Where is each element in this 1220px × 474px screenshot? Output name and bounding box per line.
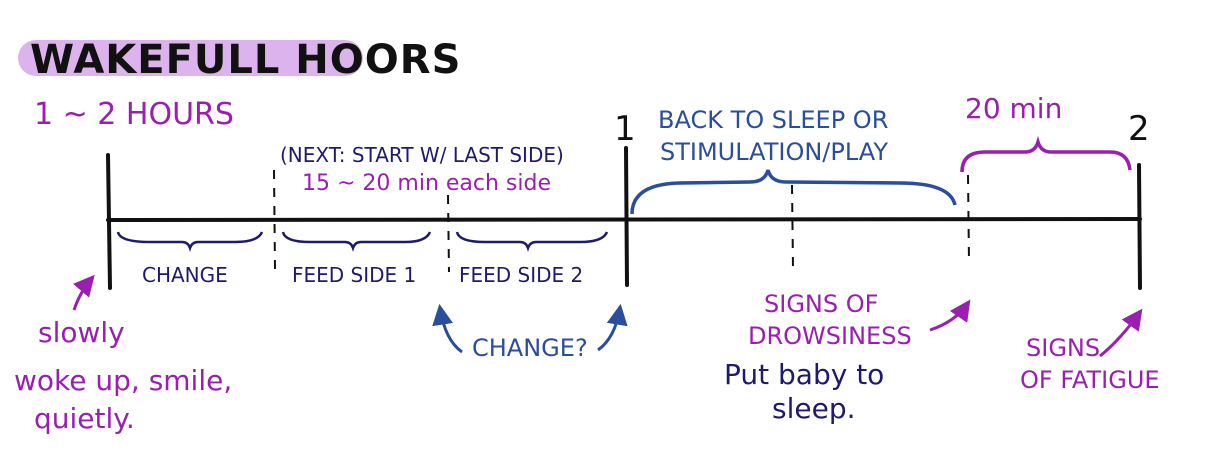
- put-baby-line-1: Put baby to: [724, 358, 884, 391]
- drowsiness-arrow: [929, 299, 971, 332]
- timeline-axis: [106, 217, 1142, 222]
- woke-arrow: [72, 274, 95, 311]
- feeding-duration-note: 15 ~ 20 min each side: [302, 171, 551, 196]
- page-title: WAKEFULL HOORS: [30, 37, 461, 83]
- twenty-min-label: 20 min: [965, 92, 1062, 125]
- after-feed-line-2: STIMULATION/PLAY: [660, 138, 888, 166]
- fatigue-arrow: [1099, 308, 1143, 358]
- woke-note-line-2: woke up, smile,: [14, 364, 232, 397]
- put-baby-line-2: sleep.: [772, 392, 856, 425]
- duration-label: 1 ~ 2 HOURS: [34, 97, 234, 132]
- divider-20min: [967, 174, 970, 263]
- fatigue-line-2: OF FATIGUE: [1020, 366, 1160, 394]
- change-right-arrow: [597, 303, 628, 352]
- marker-2-label: 2: [1128, 109, 1150, 149]
- drowsiness-line-2: DROWSINESS: [748, 322, 912, 350]
- brace-feed-side-1: [281, 231, 432, 252]
- tick-1: [624, 146, 629, 287]
- segment-feed-side-2-label: FEED SIDE 2: [459, 263, 583, 287]
- start-tick: [106, 153, 112, 290]
- brace-after-feed: [630, 169, 957, 215]
- brace-feed-side-2: [455, 231, 609, 252]
- woke-note-line-3: quietly.: [34, 402, 135, 435]
- title-highlight: [18, 40, 363, 76]
- divider-sleep-play: [791, 184, 794, 269]
- tick-2: [1137, 163, 1142, 290]
- segment-change-label: CHANGE: [142, 263, 228, 287]
- segment-feed-side-1-label: FEED SIDE 1: [292, 263, 416, 287]
- marker-1-label: 1: [614, 109, 636, 149]
- after-feed-line-1: BACK TO SLEEP OR: [658, 106, 888, 134]
- brace-20min: [960, 135, 1132, 173]
- fatigue-line-1: SIGNS: [1026, 334, 1100, 362]
- woke-note-line-1: slowly: [38, 316, 125, 349]
- change-question-label: CHANGE?: [472, 334, 588, 362]
- divider-feed1-feed2: [447, 194, 450, 273]
- feeding-next-note: (NEXT: START W/ LAST SIDE): [280, 143, 564, 167]
- brace-change: [116, 231, 264, 252]
- drowsiness-line-1: SIGNS OF: [764, 290, 878, 318]
- change-left-arrow: [432, 303, 463, 354]
